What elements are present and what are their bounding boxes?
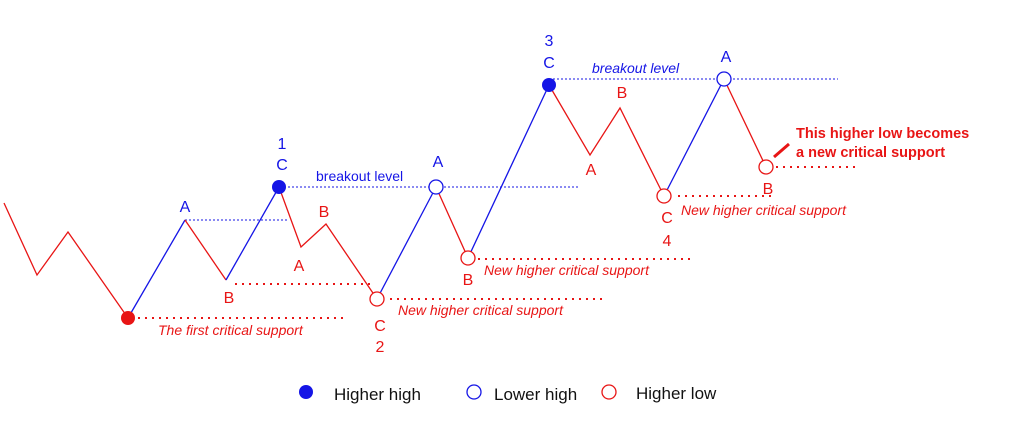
label-1: 1	[278, 136, 287, 153]
lower-high-marker-2	[716, 71, 732, 87]
pullback-abc-1	[278, 186, 378, 300]
higher-low-marker-C4	[656, 188, 672, 204]
leg-up-3	[376, 186, 437, 300]
label-B-pullback-1: B	[319, 204, 330, 221]
first-low-marker	[121, 311, 135, 325]
higher-low-marker-C2	[369, 291, 385, 307]
leg-up-2	[225, 186, 280, 281]
higher-low-marker-B3	[758, 159, 774, 175]
higher-low-marker-B2	[460, 250, 476, 266]
label-B-pullback-2: B	[617, 85, 628, 102]
legend-higher-high-icon	[299, 385, 313, 399]
label-4: 4	[663, 233, 672, 250]
label-A-2: A	[433, 154, 444, 171]
initial-downtrend-path	[3, 202, 129, 319]
new-support-label-B2: New higher critical support	[484, 262, 650, 278]
higher-high-marker-1	[272, 180, 286, 194]
label-A-3: A	[721, 49, 732, 66]
leg-up-5	[663, 78, 725, 197]
leg-up-1	[127, 219, 186, 319]
label-C-3: C	[543, 55, 555, 72]
legend-lower-high-label: Lower high	[494, 385, 577, 404]
leg-up-4	[467, 84, 550, 259]
higher-high-marker-3	[542, 78, 556, 92]
label-B-2: B	[463, 272, 474, 289]
legend-higher-low-icon	[601, 384, 617, 400]
label-C-4: C	[661, 210, 673, 227]
label-C-2: C	[374, 318, 386, 335]
lower-high-marker-1	[428, 179, 444, 195]
breakout-level-label-2: breakout level	[592, 60, 680, 76]
legend-lower-high-icon	[466, 384, 482, 400]
label-3: 3	[545, 33, 554, 50]
leg-down-1	[184, 219, 227, 281]
legend-higher-low-label: Higher low	[636, 384, 717, 403]
callout-line-2: a new critical support	[796, 145, 945, 161]
leg-down-3	[723, 78, 767, 168]
label-B-1: B	[224, 290, 235, 307]
label-C-1: C	[276, 157, 288, 174]
pullback-abc-2	[548, 84, 665, 197]
new-support-label-C2: New higher critical support	[398, 302, 564, 318]
breakout-level-label-1: breakout level	[316, 168, 403, 184]
legend-higher-high-label: Higher high	[334, 385, 421, 404]
leg-down-2	[435, 186, 469, 259]
new-support-label-C4: New higher critical support	[681, 202, 847, 218]
label-A-pullback-1: A	[294, 258, 305, 275]
first-support-label: The first critical support	[158, 322, 304, 338]
label-A-1: A	[180, 199, 191, 216]
callout-pointer	[773, 142, 790, 159]
label-2: 2	[376, 339, 385, 356]
legend: Higher high Lower high Higher low	[299, 384, 717, 404]
label-A-pullback-2: A	[586, 162, 597, 179]
label-B-3: B	[763, 181, 774, 198]
callout-line-1: This higher low becomes	[796, 126, 969, 142]
